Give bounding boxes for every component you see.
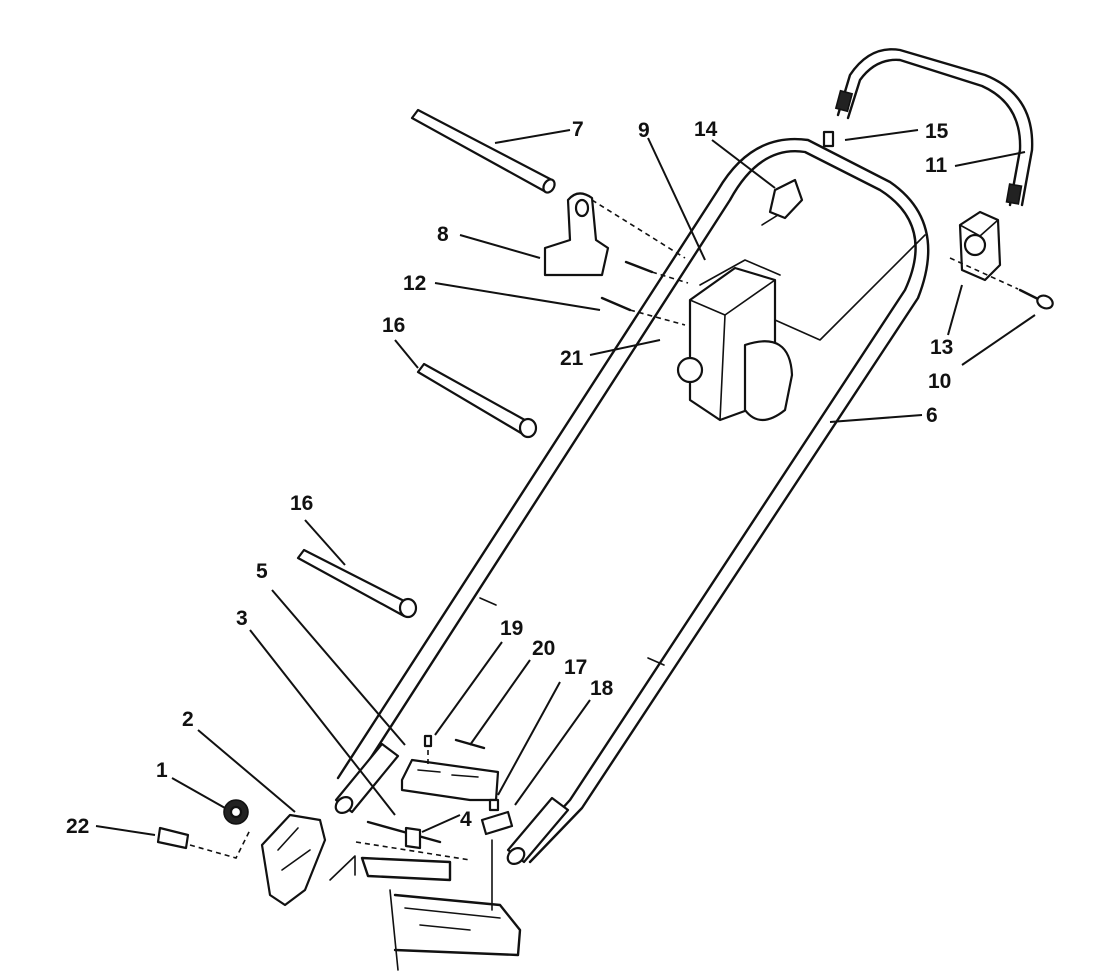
callout-15: 15 — [925, 120, 949, 143]
callout-16b: 16 — [290, 492, 313, 515]
callout-16a: 16 — [382, 314, 405, 337]
callout-19: 19 — [500, 617, 523, 640]
pins-part-19-20 — [423, 734, 486, 765]
callout-1: 1 — [156, 759, 168, 782]
callout-17: 17 — [564, 656, 587, 679]
bracket-part-8 — [543, 192, 686, 277]
leader-lines — [95, 129, 1036, 836]
callouts: 7 9 14 15 11 8 12 16 21 13 10 6 16 5 3 1… — [66, 118, 953, 838]
callout-10: 10 — [928, 370, 951, 393]
callout-14: 14 — [694, 118, 718, 141]
control-box-part-9 — [676, 234, 926, 422]
bail-bar-part-11 — [834, 48, 1034, 207]
callout-11: 11 — [925, 154, 948, 177]
pivot-block-part-13 — [958, 210, 1002, 282]
callout-6: 6 — [926, 404, 938, 427]
deck-mount — [329, 855, 522, 971]
callout-9: 9 — [638, 119, 650, 142]
callout-8: 8 — [437, 223, 449, 246]
bolt-part-10 — [949, 257, 1054, 310]
callout-3: 3 — [236, 607, 248, 630]
knob-part-1 — [223, 799, 249, 825]
callout-20: 20 — [532, 637, 555, 660]
callout-12: 12 — [403, 272, 426, 295]
callout-4: 4 — [460, 808, 472, 831]
spacers-part-17-18 — [480, 798, 514, 911]
callout-21: 21 — [560, 347, 584, 370]
callout-2: 2 — [182, 708, 194, 731]
rod-part-7 — [410, 108, 556, 194]
plate-part-5 — [400, 758, 500, 802]
bolt-part-3-4 — [355, 820, 471, 861]
rod-part-16-upper — [416, 362, 538, 439]
screws-part-12 — [600, 260, 689, 326]
callout-18: 18 — [590, 677, 614, 700]
callout-7: 7 — [572, 118, 584, 141]
lower-handle-part-6 — [334, 137, 930, 865]
fastener-part-15 — [822, 130, 835, 148]
clip-part-14 — [761, 178, 804, 226]
side-bracket-part-2 — [260, 813, 327, 907]
callout-13: 13 — [930, 336, 953, 359]
callout-22: 22 — [66, 815, 89, 838]
callout-5: 5 — [256, 560, 268, 583]
rod-part-16-lower — [296, 548, 418, 619]
shoulder-bolt-part-22 — [156, 826, 251, 859]
